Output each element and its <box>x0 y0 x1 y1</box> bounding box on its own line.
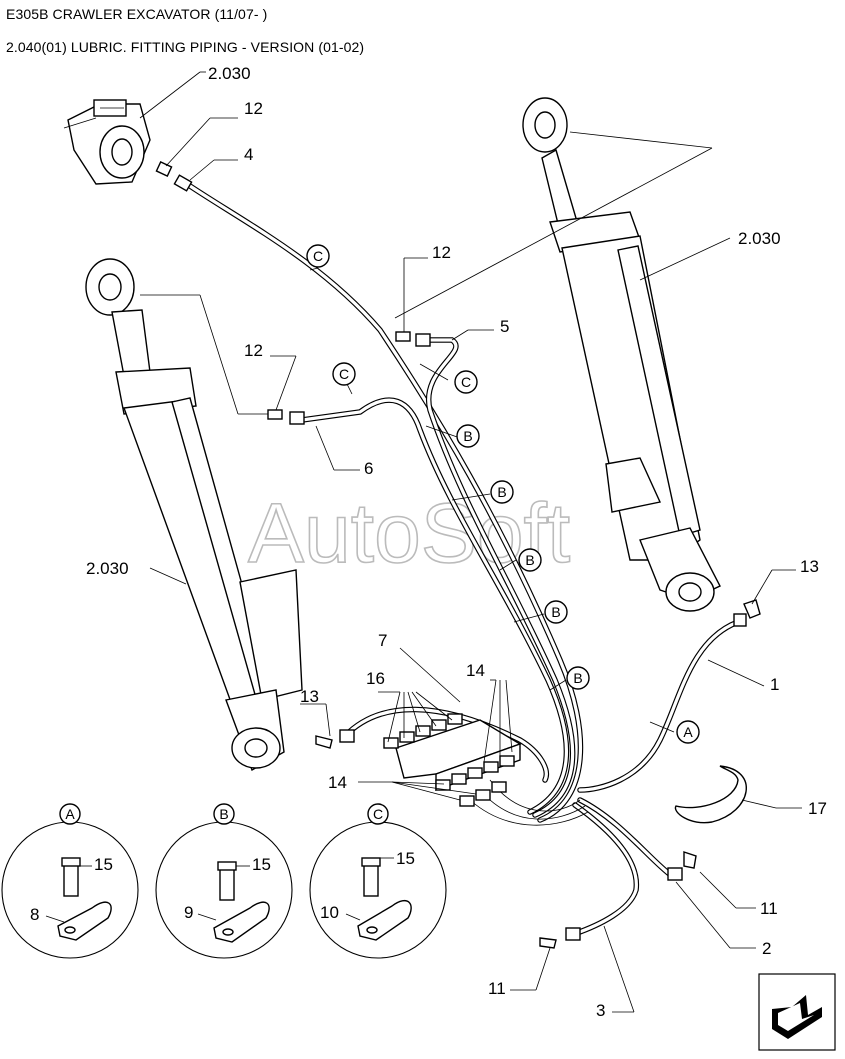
label-part-17: 17 <box>808 799 827 818</box>
label-part-12: 12 <box>432 243 451 262</box>
page-subtitle: 2.040(01) LUBRIC. FITTING PIPING - VERSI… <box>6 39 365 55</box>
label-part-2: 2 <box>762 939 771 958</box>
callout-a: A <box>683 724 693 740</box>
ref-label-top-left: 2.030 <box>208 64 251 83</box>
boom-cylinder-right <box>522 97 721 612</box>
detail-a: A 15 8 <box>1 803 139 959</box>
ref-label-left: 2.030 <box>86 559 129 578</box>
label-part-8: 8 <box>30 905 39 924</box>
label-part-14: 14 <box>328 773 347 792</box>
leaders <box>165 117 802 1013</box>
band-clamp <box>674 765 747 824</box>
detail-c-badge: C <box>373 806 383 822</box>
callout-c: C <box>461 374 471 390</box>
label-part-5: 5 <box>500 317 509 336</box>
part-number-labels: 12 4 12 5 12 6 7 16 14 14 13 13 1 17 11 … <box>244 99 827 1020</box>
leader-ref-top-left <box>139 71 201 119</box>
label-part-15: 15 <box>396 849 415 868</box>
label-part-15: 15 <box>252 855 271 874</box>
callout-b: B <box>573 670 582 686</box>
page-title: E305B CRAWLER EXCAVATOR (11/07- ) <box>6 6 268 22</box>
label-part-13: 13 <box>800 557 819 576</box>
label-part-13: 13 <box>300 687 319 706</box>
leader-right-cyl-b <box>394 147 713 319</box>
label-part-11: 11 <box>760 899 778 918</box>
callout-b: B <box>463 428 472 444</box>
detail-c: C 15 10 <box>309 803 447 959</box>
leader-ref-left <box>149 567 187 585</box>
callout-c: C <box>313 248 323 264</box>
label-part-14: 14 <box>466 661 485 680</box>
routing-callouts: C C C B B B B B A <box>306 244 700 744</box>
label-part-6: 6 <box>364 459 373 478</box>
detail-a-badge: A <box>65 806 75 822</box>
label-part-16: 16 <box>366 669 385 688</box>
label-part-12: 12 <box>244 341 263 360</box>
label-part-12: 12 <box>244 99 263 118</box>
next-page-button[interactable] <box>758 973 836 1051</box>
label-part-10: 10 <box>320 903 339 922</box>
label-part-3: 3 <box>596 1001 605 1020</box>
distribution-manifold <box>383 713 522 807</box>
label-part-4: 4 <box>244 145 253 164</box>
boom-cylinder-left <box>85 258 303 772</box>
label-part-9: 9 <box>184 903 193 922</box>
detail-b-badge: B <box>219 806 228 822</box>
detail-b: B 15 9 <box>155 803 293 959</box>
leader-left-cyl-b <box>199 294 239 415</box>
callout-b: B <box>497 484 506 500</box>
hose-bundle <box>181 179 741 937</box>
leader-ref-right <box>639 237 731 281</box>
ref-label-right: 2.030 <box>738 229 781 248</box>
label-part-11: 11 <box>488 979 506 998</box>
label-part-7: 7 <box>378 631 387 650</box>
fittings <box>155 161 761 949</box>
callout-b: B <box>551 604 560 620</box>
callout-b: B <box>525 552 534 568</box>
callout-c: C <box>339 366 349 382</box>
label-part-1: 1 <box>770 675 779 694</box>
next-page-arrow-icon <box>758 973 836 1051</box>
leader-right-cyl-a <box>569 131 713 149</box>
cylinder-head-top-left <box>63 99 151 185</box>
label-part-15: 15 <box>94 855 113 874</box>
